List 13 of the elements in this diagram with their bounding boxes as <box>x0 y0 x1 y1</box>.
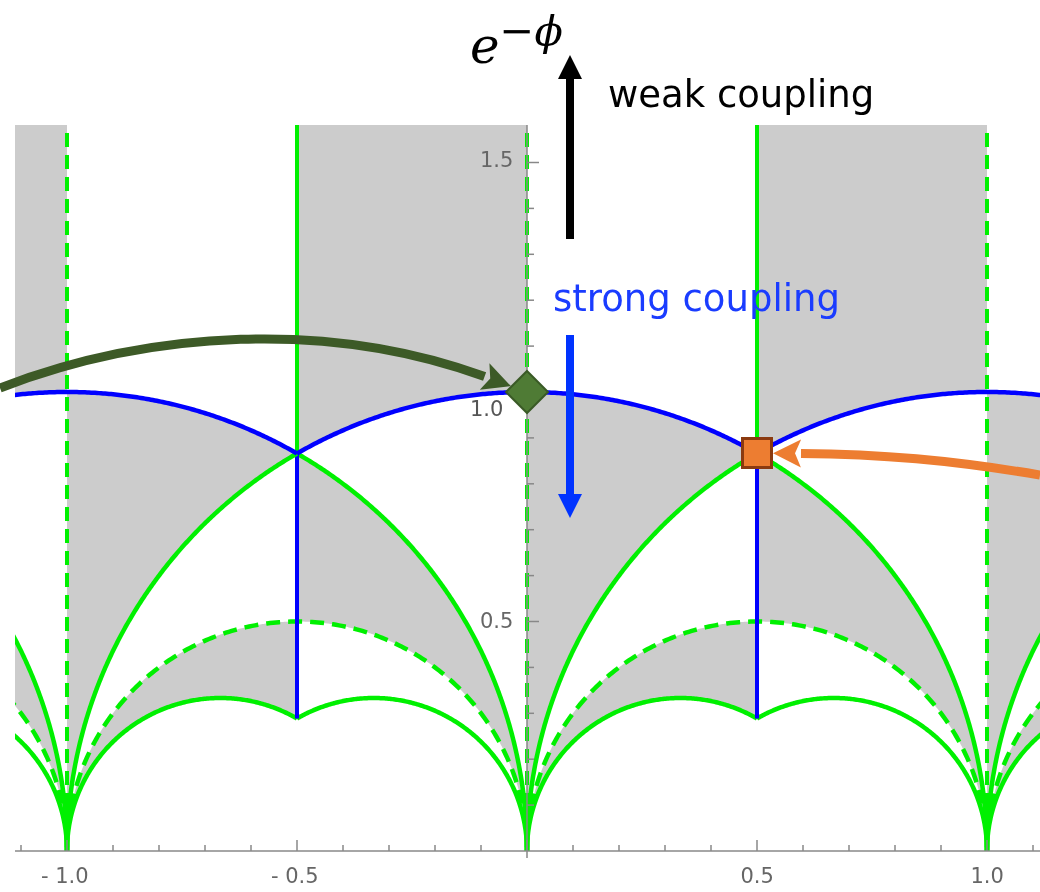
tick-label: - 1.0 <box>41 866 89 887</box>
tick-label: 0.5 <box>480 611 514 632</box>
annotation-text: weak coupling <box>608 76 875 113</box>
diamond-marker <box>505 370 549 414</box>
arrow <box>0 334 512 393</box>
tick-label: 0.5 <box>740 866 774 887</box>
axis-label: e$^{−ϕ}$ <box>470 10 563 71</box>
tick-label: 1.0 <box>970 866 1004 887</box>
arrow <box>773 439 1040 480</box>
tick-label: - 0.5 <box>271 866 319 887</box>
tick-label: 1.5 <box>480 150 514 171</box>
tick-label: 1.0 <box>470 399 504 420</box>
square-marker <box>741 437 773 469</box>
